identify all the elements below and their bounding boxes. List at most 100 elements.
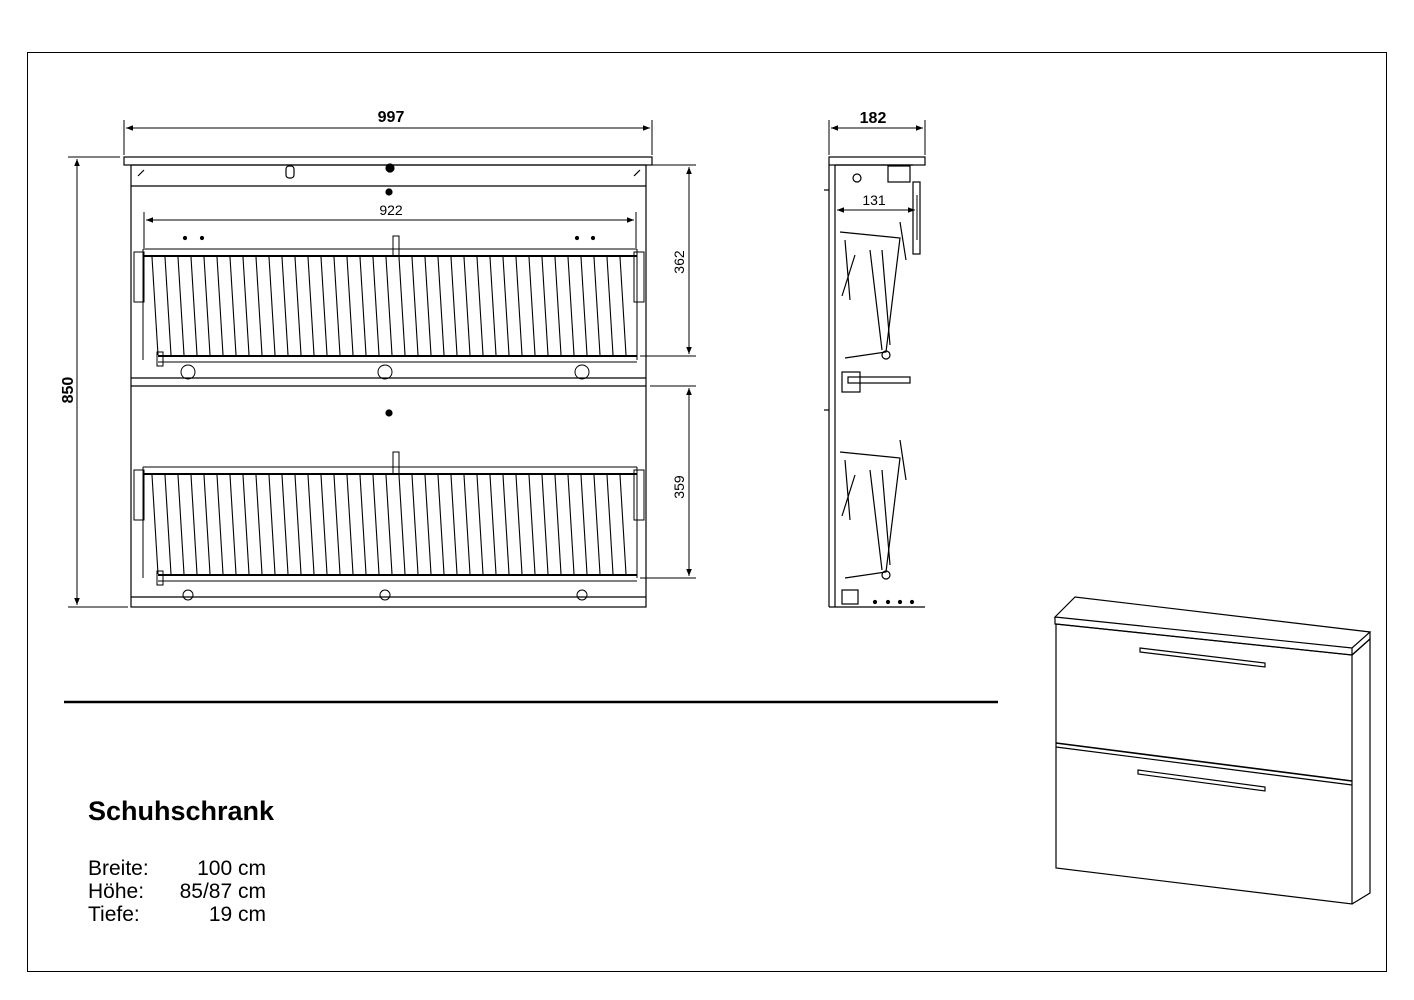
spec-row-width: Breite: 100 cm bbox=[88, 858, 266, 880]
basket-wire bbox=[190, 474, 198, 575]
basket-wire bbox=[164, 474, 172, 575]
basket-wire bbox=[151, 256, 159, 356]
side-view bbox=[824, 156, 926, 608]
basket-wire bbox=[489, 256, 497, 356]
dim-inner-width: 922 bbox=[379, 202, 403, 218]
dimension-labels-side: 182 131 bbox=[860, 110, 887, 208]
basket-wire bbox=[424, 474, 432, 575]
basket-wire bbox=[281, 474, 289, 575]
basket-wire bbox=[593, 256, 601, 356]
basket-wire bbox=[216, 256, 224, 356]
basket-wire bbox=[411, 474, 419, 575]
basket-wire bbox=[502, 474, 510, 575]
basket-wire bbox=[346, 474, 354, 575]
spec-row-height: Höhe: 85/87 cm bbox=[88, 881, 266, 903]
basket-wire bbox=[333, 256, 341, 356]
basket-wire bbox=[450, 474, 458, 575]
spec-value: 85/87 cm bbox=[179, 880, 266, 903]
basket-wire bbox=[541, 474, 549, 575]
basket-wire bbox=[203, 256, 211, 356]
basket-wire bbox=[255, 474, 263, 575]
basket-wire bbox=[398, 474, 406, 575]
dim-upper-compartment: 362 bbox=[671, 250, 687, 274]
basket-wire bbox=[450, 256, 458, 356]
dimension-lines-front bbox=[68, 120, 696, 608]
basket-wire bbox=[385, 474, 393, 575]
dim-height-total: 850 bbox=[60, 377, 77, 404]
basket-wire bbox=[554, 474, 562, 575]
basket-wire bbox=[372, 256, 380, 356]
basket-wire bbox=[320, 474, 328, 575]
spec-row-depth: Tiefe: 19 cm bbox=[88, 904, 266, 926]
basket-wire bbox=[463, 256, 471, 356]
basket-wire bbox=[372, 474, 380, 575]
basket-wire bbox=[268, 256, 276, 356]
basket-wire bbox=[567, 256, 575, 356]
basket-wire bbox=[476, 256, 484, 356]
basket-wire bbox=[385, 256, 393, 356]
basket-wire bbox=[359, 256, 367, 356]
dimension-labels-front: 997 850 922 362 359 bbox=[60, 109, 687, 499]
basket-wire bbox=[398, 256, 406, 356]
basket-wire bbox=[463, 474, 471, 575]
basket-wire bbox=[281, 256, 289, 356]
basket-wire bbox=[515, 474, 523, 575]
basket-wire bbox=[541, 256, 549, 356]
lower-basket-wires bbox=[151, 474, 627, 575]
basket-wire bbox=[177, 474, 185, 575]
basket-wire bbox=[528, 474, 536, 575]
basket-wire bbox=[333, 474, 341, 575]
basket-wire bbox=[229, 474, 237, 575]
basket-wire bbox=[242, 256, 250, 356]
basket-wire bbox=[528, 256, 536, 356]
basket-wire bbox=[476, 474, 484, 575]
dim-lower-compartment: 359 bbox=[671, 475, 687, 499]
upper-shoe-basket bbox=[133, 235, 645, 380]
dim-width-total: 997 bbox=[378, 109, 405, 126]
basket-wire bbox=[437, 474, 445, 575]
basket-wire bbox=[268, 474, 276, 575]
basket-wire bbox=[515, 256, 523, 356]
spec-label: Höhe: bbox=[88, 880, 145, 903]
basket-wire bbox=[307, 256, 315, 356]
basket-wire bbox=[242, 474, 250, 575]
basket-wire bbox=[567, 474, 575, 575]
perspective-view bbox=[1053, 596, 1372, 905]
basket-wire bbox=[606, 474, 614, 575]
basket-wire bbox=[294, 474, 302, 575]
basket-wire bbox=[593, 474, 601, 575]
basket-wire bbox=[320, 256, 328, 356]
basket-wire bbox=[411, 256, 419, 356]
basket-wire bbox=[437, 256, 445, 356]
drawing-frame bbox=[27, 52, 1387, 972]
spec-label: Tiefe: bbox=[88, 903, 140, 926]
basket-wire bbox=[554, 256, 562, 356]
basket-wire bbox=[359, 474, 367, 575]
basket-wire bbox=[489, 474, 497, 575]
basket-wire bbox=[294, 256, 302, 356]
spec-label: Breite: bbox=[88, 857, 149, 880]
basket-wire bbox=[151, 474, 159, 575]
basket-wire bbox=[580, 474, 588, 575]
basket-wire bbox=[177, 256, 185, 356]
basket-wire bbox=[502, 256, 510, 356]
spec-value: 100 cm bbox=[197, 857, 266, 880]
lower-shoe-basket bbox=[133, 451, 645, 601]
basket-wire bbox=[619, 474, 627, 575]
basket-wire bbox=[619, 256, 627, 356]
basket-wire bbox=[606, 256, 614, 356]
product-title: Schuhschrank bbox=[88, 796, 275, 826]
basket-wire bbox=[229, 256, 237, 356]
dim-depth-total: 182 bbox=[860, 110, 887, 127]
basket-wire bbox=[255, 256, 263, 356]
basket-wire bbox=[346, 256, 354, 356]
basket-wire bbox=[307, 474, 315, 575]
basket-wire bbox=[580, 256, 588, 356]
dim-depth-inner: 131 bbox=[862, 192, 886, 208]
basket-wire bbox=[203, 474, 211, 575]
basket-wire bbox=[424, 256, 432, 356]
dimension-lines-side bbox=[828, 120, 926, 240]
spec-value: 19 cm bbox=[208, 903, 266, 926]
upper-basket-wires bbox=[151, 256, 627, 356]
